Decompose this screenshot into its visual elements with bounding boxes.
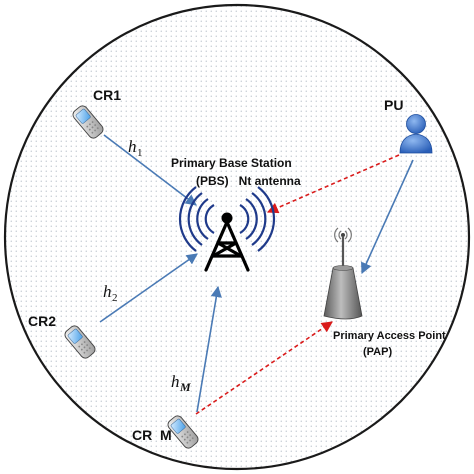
cr1-label: CR1 [93,87,121,103]
pap-label: Primary Access Point [333,330,446,342]
h1-base: h [128,137,137,156]
radio-tower-icon [178,186,276,272]
channel-links [99,134,414,413]
channel-label-hm: h M [171,372,191,394]
link-pu-pap [361,159,414,275]
h2-sub: 2 [112,292,118,304]
access-point-icon [323,227,363,320]
h1-sub: 1 [137,147,143,159]
link-cr1-pbs [103,134,197,206]
cell-phone-icon [64,325,96,359]
crm-label: CR M [132,427,172,443]
link-pu-pbs [266,154,400,214]
cell-phone-icon [72,105,104,139]
cell-phone-icon [167,415,199,449]
channel-label-h2: h 2 [103,282,118,304]
cr2-label: CR2 [28,313,56,329]
pbs-label: Primary Base Station [171,156,292,170]
user-icon [399,114,433,154]
pu-label: PU [384,97,403,113]
link-crm-pbs [196,285,222,413]
link-crm-pap [195,321,333,415]
channel-label-h1: h 1 [128,137,143,159]
h2-base: h [103,282,112,301]
hm-base: h [171,372,180,391]
hm-sub: M [179,380,191,394]
antenna-waves [178,186,276,252]
pbs-sublabel: (PBS) Nt antenna [196,174,301,188]
pap-sublabel: (PAP) [363,346,392,358]
link-cr2-pbs [99,253,198,323]
interference-links [195,154,400,415]
